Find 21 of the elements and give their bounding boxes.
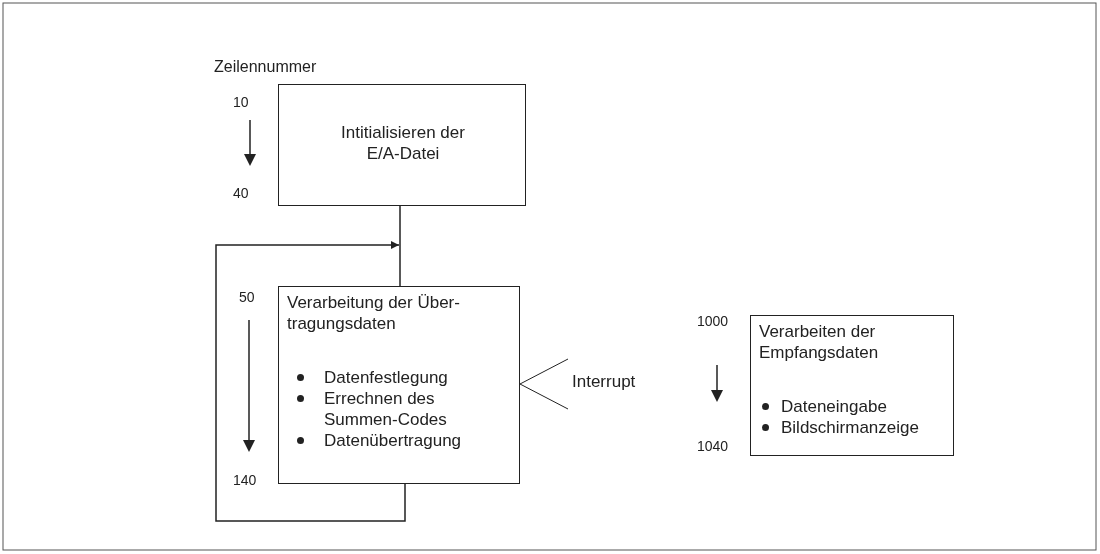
axis-title: Zeilennummer <box>214 58 317 76</box>
line-number: 140 <box>233 472 257 488</box>
line-number: 10 <box>233 94 249 110</box>
process-box <box>750 315 954 456</box>
line-number: 50 <box>239 289 255 305</box>
list-item: Bildschirmanzeige <box>781 417 919 438</box>
list-item: Errechnen des Summen-Codes <box>324 388 448 430</box>
list-item: Dateneingabe <box>781 396 887 417</box>
process-box <box>278 286 520 484</box>
process-box <box>278 84 526 206</box>
line-number: 1000 <box>697 313 729 329</box>
line-number: 40 <box>233 185 249 201</box>
list-item: Datenübertragung <box>324 430 462 451</box>
box-heading: Intitialisieren der E/A-Datei <box>340 122 466 164</box>
box-heading: Verarbeiten der Empfangsdaten <box>759 321 880 363</box>
connector <box>399 205 401 287</box>
box-heading: Verarbeitung der Über-tragungsdaten <box>287 292 461 334</box>
connector <box>215 241 406 522</box>
signal-label: Interrupt <box>572 372 636 392</box>
line-number: 1040 <box>697 438 729 454</box>
list-item: Datenfestlegung <box>324 367 448 388</box>
